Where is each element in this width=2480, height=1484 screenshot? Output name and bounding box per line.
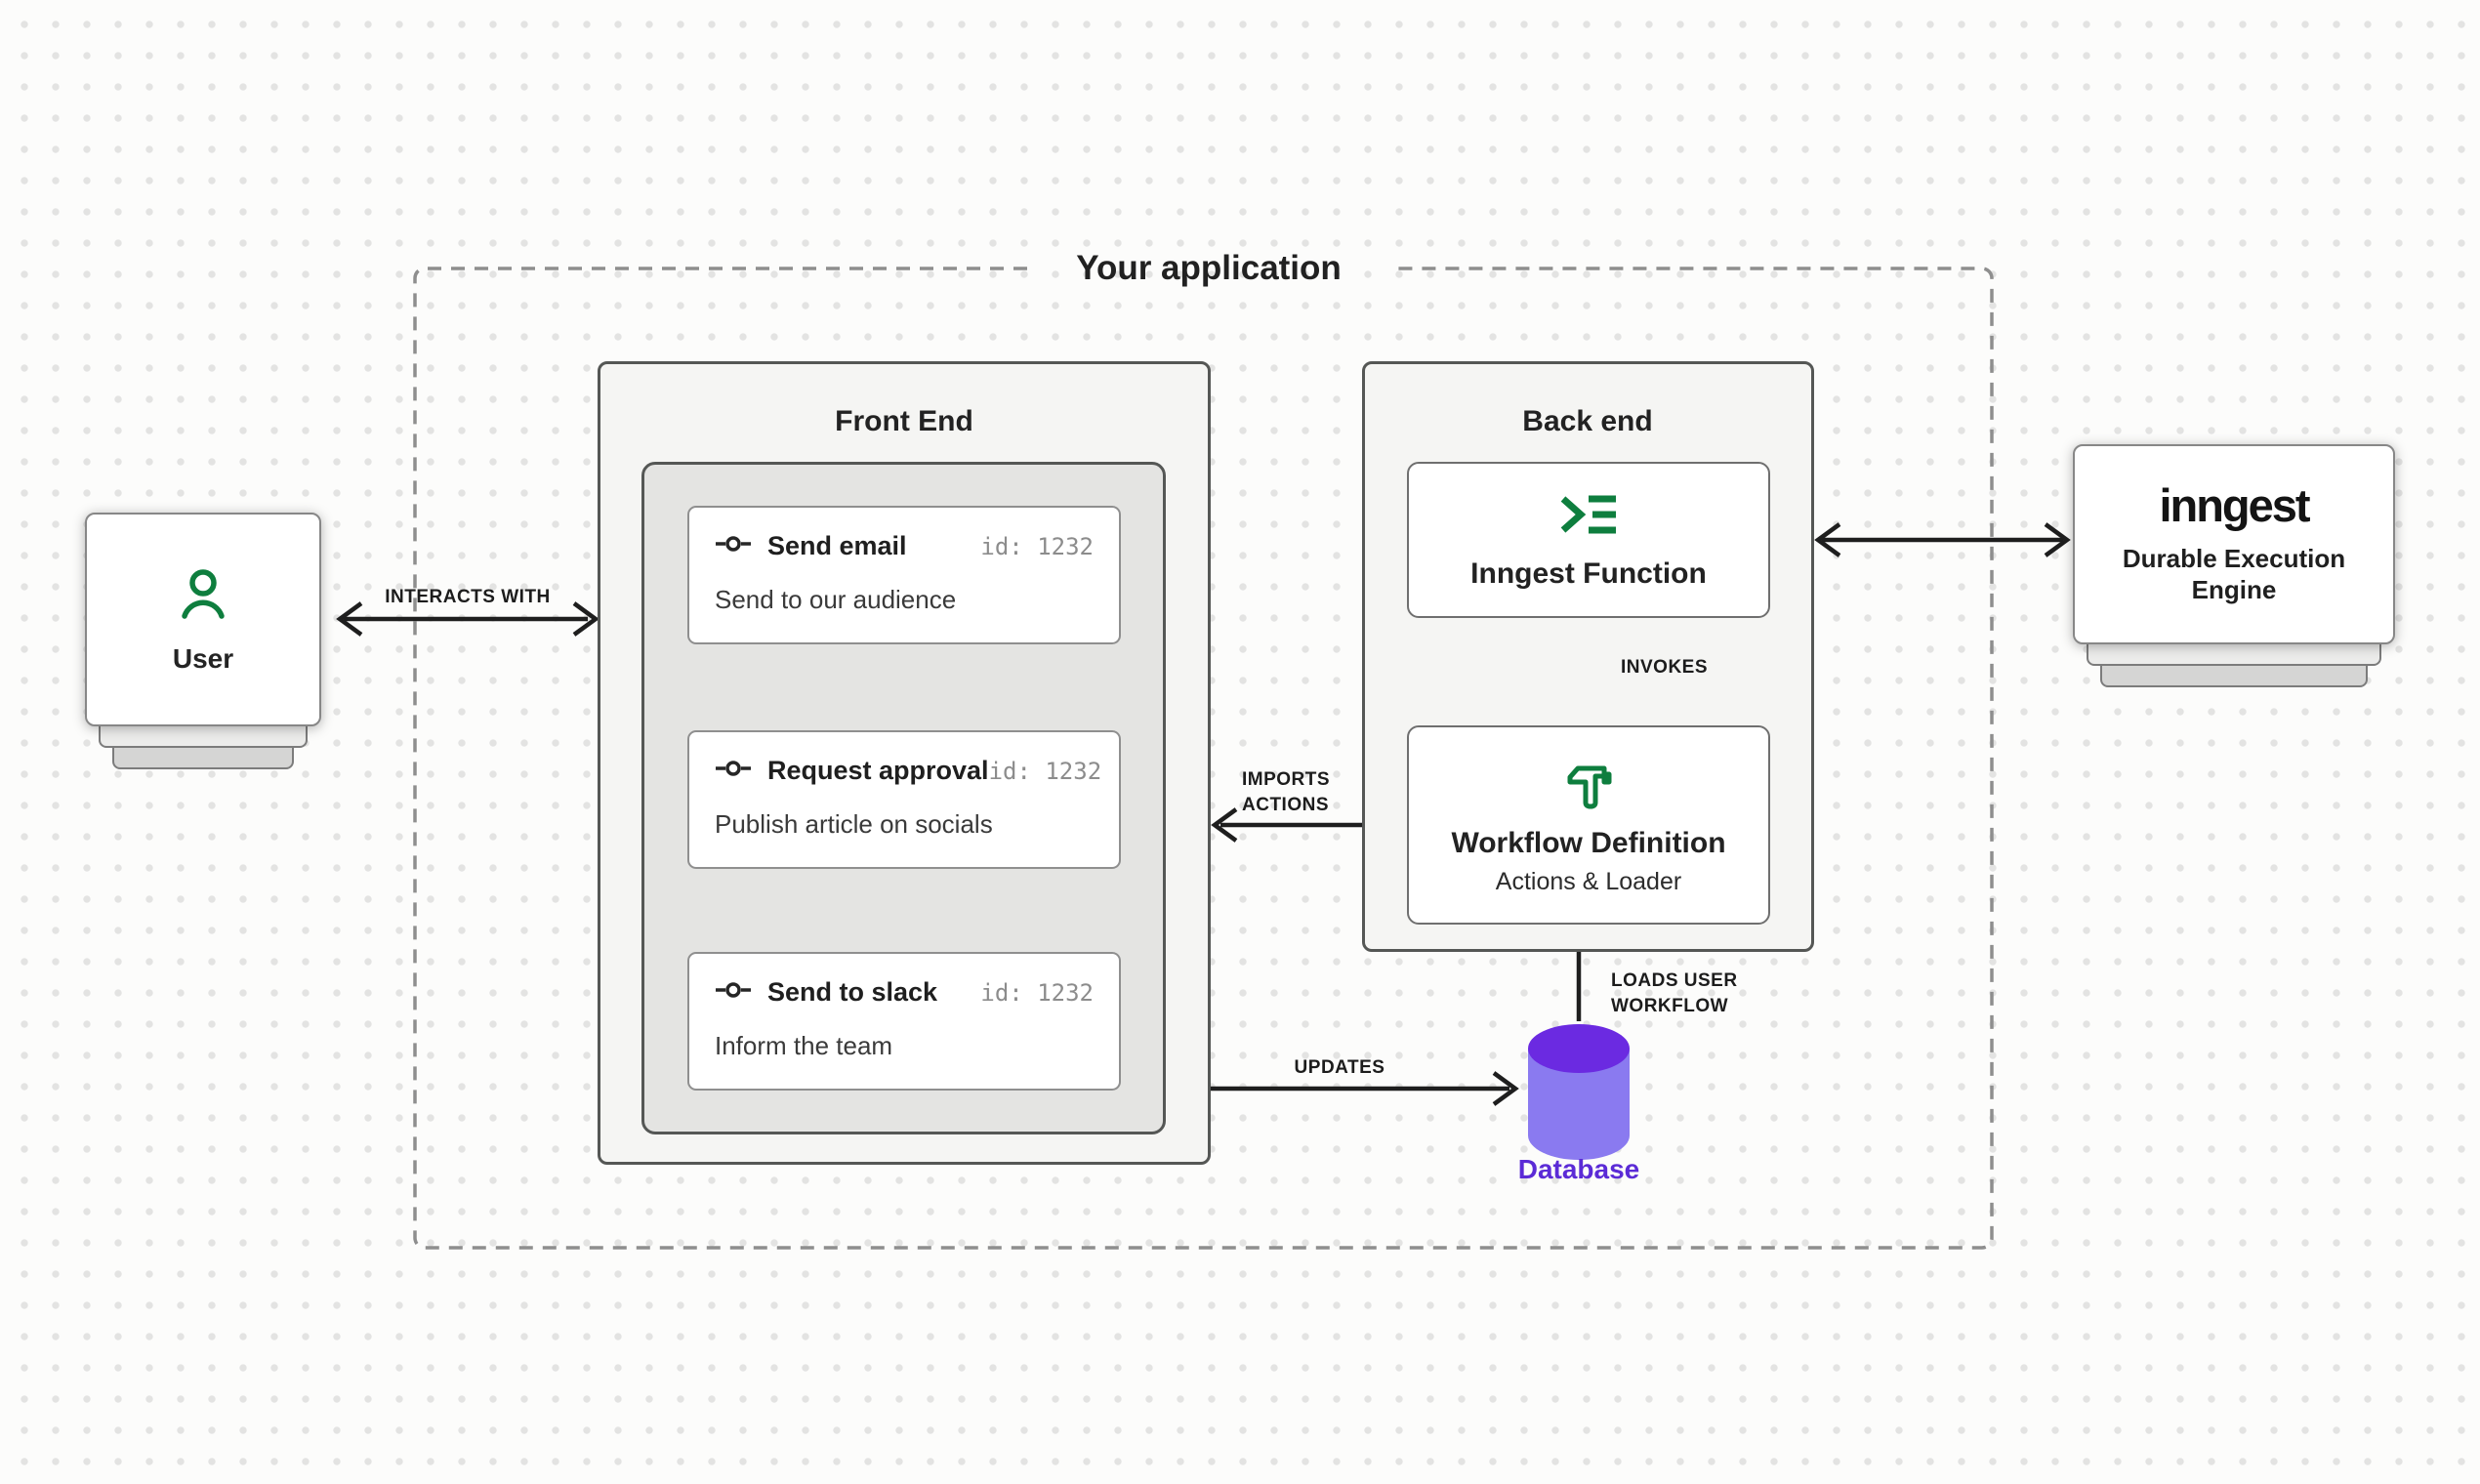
back-end-title: Back end (1522, 405, 1653, 437)
step-title: Send email (767, 531, 907, 560)
database-icon (1528, 1024, 1630, 1160)
updates-label: UPDATES (1294, 1057, 1385, 1079)
step-description: Inform the team (715, 1031, 893, 1060)
imports-actions-line2: ACTIONS (1242, 794, 1329, 815)
hammer-icon (1561, 754, 1616, 815)
interacts-with-label: INTERACTS WITH (385, 587, 551, 608)
workflow-definition-subtitle: Actions & Loader (1495, 868, 1682, 895)
loads-user-workflow-line1: LOADS USER (1611, 970, 1738, 991)
inngest-engine-node: inngest Durable Execution Engine (2073, 444, 2395, 644)
database-label: Database (1517, 1154, 1640, 1184)
your-application-title: Your application (1076, 249, 1342, 287)
step-id: id: 1232 (980, 978, 1094, 1007)
front-end-title: Front End (835, 405, 973, 437)
inngest-logo: inngest (2159, 479, 2310, 532)
step-id: id: 1232 (980, 532, 1094, 560)
inngest-engine-stack-layer-1 (2087, 640, 2381, 666)
workflow-step-icon (715, 981, 752, 1004)
inngest-function-label: Inngest Function (1470, 556, 1707, 590)
workflow-definition-title: Workflow Definition (1451, 827, 1726, 859)
workflow-step-icon (715, 760, 752, 782)
workflow-step-card: Send email id: 1232 Send to our audience (687, 506, 1121, 644)
imports-actions-label: IMPORTS ACTIONS (1242, 767, 1330, 817)
step-title: Send to slack (767, 977, 938, 1007)
inngest-function-card: Inngest Function (1407, 462, 1770, 618)
workflow-step-card: Send to slack id: 1232 Inform the team (687, 952, 1121, 1091)
step-id: id: 1232 (988, 757, 1102, 785)
user-icon (173, 564, 233, 630)
workflow-definition-card: Workflow Definition Actions & Loader (1407, 725, 1770, 925)
loads-user-workflow-line2: WORKFLOW (1611, 995, 1729, 1016)
step-title: Request approval (767, 756, 989, 785)
user-node: User (85, 513, 321, 726)
imports-actions-line1: IMPORTS (1242, 769, 1331, 790)
terminal-prompt-icon (1557, 490, 1620, 544)
loads-user-workflow-label: LOADS USER WORKFLOW (1611, 969, 1738, 1018)
step-description: Send to our audience (715, 585, 957, 614)
step-description: Publish article on socials (715, 809, 993, 839)
workflow-step-card: Request approval id: 1232 Publish articl… (687, 730, 1121, 869)
workflow-step-icon (715, 535, 752, 557)
inngest-engine-subtitle: Durable Execution Engine (2122, 544, 2346, 604)
backend-inngest-arrow (1814, 522, 2071, 557)
invokes-label: INVOKES (1621, 657, 1709, 678)
user-node-label: User (172, 643, 234, 674)
